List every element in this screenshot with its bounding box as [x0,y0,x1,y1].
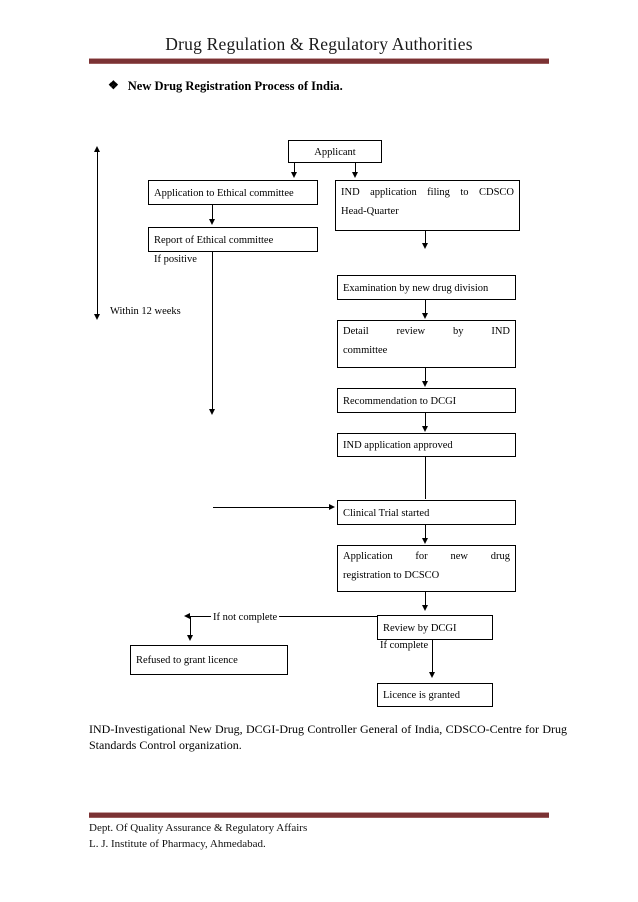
edge-application-to-report-arrowhead [208,219,215,225]
section-heading: ❖ New Drug Registration Process of India. [108,78,343,94]
node-ind-application-approved[interactable]: IND application approved [337,433,516,457]
node-ind-application-filing-line1: IND application filing to CDSCO [341,187,514,198]
figure-caption: IND-Investigational New Drug, DCGI-Drug … [89,722,567,752]
edge-if-positive-arrowhead [208,409,215,415]
edge-ind-filing-to-examination-arrowhead [421,243,428,249]
node-detail-review-by-ind-committee[interactable]: Detail review by IND committee [337,320,516,368]
edge-application-to-report-shaft [212,205,213,220]
footer-line-2: L. J. Institute of Pharmacy, Ahmedabad. [89,837,266,850]
timing-arrow-head-bottom [93,314,100,320]
node-ind-application-filing-line2: Head-Quarter [341,206,399,218]
applicant-left-branch-shaft [294,163,295,174]
node-application-new-drug-line2: registration to DCSCO [343,570,440,582]
label-within-12-weeks: Within 12 weeks [108,306,183,317]
header-divider [89,58,549,64]
node-application-for-new-drug-registration[interactable]: Application for new drug registration to… [337,545,516,592]
edge-clinical-trial-to-application-arrowhead [421,538,428,544]
node-application-to-ethical-committee[interactable]: Application to Ethical committee [148,180,318,205]
label-if-positive: If positive [152,254,199,265]
edge-examination-to-detail-shaft [425,300,426,314]
node-clinical-trial-started[interactable]: Clinical Trial started [337,500,516,525]
edge-if-not-complete-arrowhead [184,612,190,619]
node-applicant[interactable]: Applicant [288,140,382,163]
edge-detail-to-recommendation-arrowhead [421,381,428,387]
edge-to-refused-arrowhead [186,635,193,641]
edge-application-to-review-shaft [425,592,426,606]
footer-divider [89,812,549,818]
edge-recommendation-to-approved-arrowhead [421,426,428,432]
timing-arrow-shaft [97,150,98,318]
edge-examination-to-detail-arrowhead [421,313,428,319]
node-recommendation-to-dcgi[interactable]: Recommendation to DCGI [337,388,516,413]
footer-line-1: Dept. Of Quality Assurance & Regulatory … [89,822,308,834]
applicant-right-branch-shaft [355,163,356,174]
edge-if-complete-shaft [432,640,433,673]
edge-left-branch-to-clinical-trial-shaft [213,507,329,508]
edge-approved-to-clinical-trial-shaft [425,457,426,499]
footer: Dept. Of Quality Assurance & Regulatory … [89,821,549,853]
edge-if-complete-arrowhead [428,672,435,678]
edge-recommendation-to-approved-shaft [425,413,426,427]
label-if-complete: If complete [378,640,431,651]
node-examination-by-new-drug-division[interactable]: Examination by new drug division [337,275,516,300]
edge-clinical-trial-to-application-shaft [425,525,426,539]
edge-detail-to-recommendation-shaft [425,368,426,382]
section-heading-text: New Drug Registration Process of India. [127,79,343,93]
edge-if-not-complete-shaft [190,616,378,617]
edge-if-positive-shaft [212,252,213,410]
label-if-not-complete: If not complete [211,612,280,623]
applicant-left-branch-arrowhead [290,172,297,178]
node-licence-is-granted[interactable]: Licence is granted [377,683,493,707]
applicant-right-branch-arrowhead [351,172,358,178]
node-ind-application-filing[interactable]: IND application filing to CDSCO Head-Qua… [335,180,520,231]
timing-arrow-head-top [93,146,100,152]
node-detail-review-line2: committee [343,345,388,357]
node-detail-review-line1: Detail review by IND [343,326,510,337]
diamond-bullet-icon: ❖ [108,78,119,92]
page-title: Drug Regulation & Regulatory Authorities [165,34,473,54]
edge-to-refused-shaft [190,616,191,636]
node-review-by-dcgi[interactable]: Review by DCGI [377,615,493,640]
node-application-new-drug-line1: Application for new drug [343,551,510,562]
edge-application-to-review-arrowhead [421,605,428,611]
node-refused-to-grant-licence[interactable]: Refused to grant licence [130,645,288,675]
edge-left-branch-to-clinical-trial-arrowhead [329,503,335,510]
node-report-of-ethical-committee[interactable]: Report of Ethical committee [148,227,318,252]
edge-ind-filing-to-examination-shaft [425,231,426,244]
